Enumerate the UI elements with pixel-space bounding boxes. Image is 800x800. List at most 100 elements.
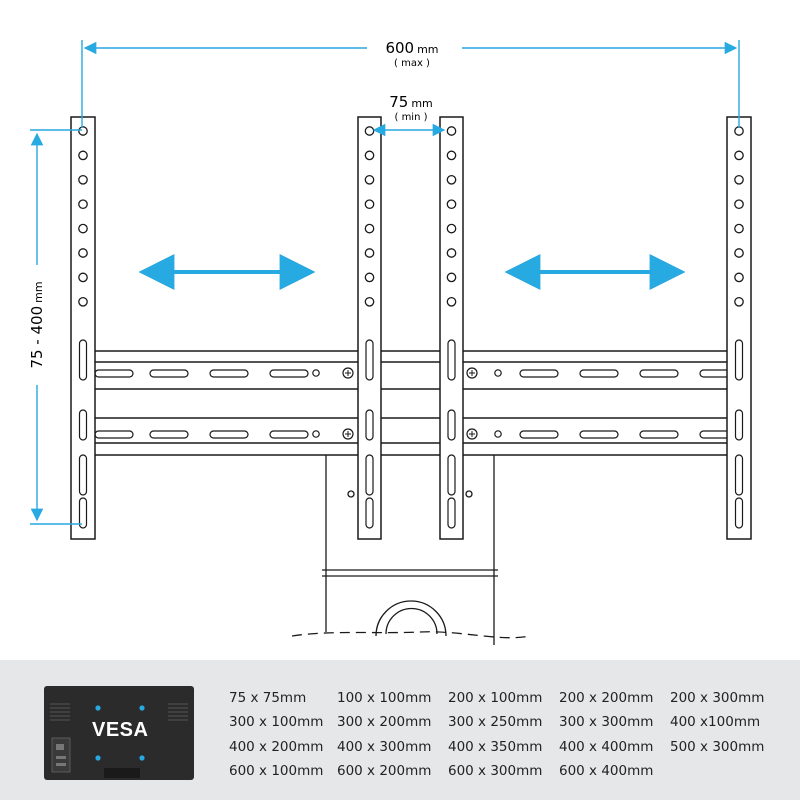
mount-hole <box>78 199 88 210</box>
vesa-size: 300 x 250mm <box>448 714 542 730</box>
mount-hole <box>446 126 457 136</box>
rail-slot <box>149 369 189 378</box>
arm-slot <box>734 497 744 529</box>
mount-hole <box>78 126 88 136</box>
rail-bolt <box>494 430 502 438</box>
vesa-size: 300 x 100mm <box>229 714 323 730</box>
mount-hole <box>446 248 457 258</box>
mount-hole <box>364 150 375 161</box>
rail-bolt <box>312 369 320 377</box>
mount-hole <box>78 248 88 258</box>
vesa-size: 200 x 100mm <box>448 690 542 706</box>
vesa-size: 600 x 200mm <box>337 763 431 779</box>
vesa-hole-icon <box>139 755 145 761</box>
arm-slot <box>78 339 88 381</box>
rail-slot <box>269 430 309 439</box>
arm-slot <box>734 339 744 381</box>
tv-back-graphic <box>50 703 188 778</box>
vesa-size: 200 x 300mm <box>670 690 764 706</box>
mount-hole <box>364 126 375 136</box>
mount-hole <box>446 199 457 210</box>
vesa-title: VESA <box>92 719 149 741</box>
mount-hole <box>734 296 744 307</box>
arm-slot <box>365 339 374 381</box>
horizontal-rails <box>71 350 749 456</box>
rail-slot <box>269 369 309 378</box>
mount-hole <box>78 174 88 185</box>
rail-slot <box>94 369 134 378</box>
spacing-min-note: ( min ) <box>394 112 427 123</box>
vesa-size: 400 x 200mm <box>229 739 323 755</box>
vesa-size: 400 x 350mm <box>448 739 542 755</box>
vesa-size: 500 x 300mm <box>670 739 764 755</box>
mount-hole <box>78 272 88 283</box>
arm-center-right <box>439 116 464 540</box>
rail-slot <box>209 369 249 378</box>
rail-slot <box>639 369 679 378</box>
vesa-size: 600 x 400mm <box>559 763 653 779</box>
mount-hole <box>734 150 744 161</box>
vesa-size: 200 x 200mm <box>559 690 653 706</box>
dimension-lines <box>30 40 740 525</box>
mount-hole <box>446 272 457 283</box>
mount-hole <box>364 174 375 185</box>
arm-slot <box>734 409 744 441</box>
mount-hole <box>734 272 744 283</box>
vesa-size: 600 x 100mm <box>229 763 323 779</box>
arm-slot <box>447 497 456 529</box>
mount-hole <box>364 223 375 234</box>
arm-center-left <box>357 116 382 540</box>
rail-slot <box>579 369 619 378</box>
vesa-size: 600 x 300mm <box>448 763 542 779</box>
rail-slot <box>579 430 619 439</box>
mount-hole <box>78 296 88 307</box>
arm-slot <box>447 409 456 441</box>
mount-hole <box>734 174 744 185</box>
mount-hole <box>446 174 457 185</box>
mount-hole <box>734 199 744 210</box>
width-max-note: ( max ) <box>394 58 430 69</box>
rail-bolt <box>494 369 502 377</box>
rail-slot <box>639 430 679 439</box>
mount-hole <box>446 223 457 234</box>
vesa-tv-back-icon <box>44 686 194 780</box>
rail-slot <box>94 430 134 439</box>
arm-slot <box>447 454 456 496</box>
rail-slot <box>519 369 559 378</box>
mount-hole <box>364 296 375 307</box>
mount-stand <box>291 455 531 645</box>
mount-hole <box>446 296 457 307</box>
arm-slot <box>78 497 88 529</box>
arm-slot <box>365 497 374 529</box>
rail-slot <box>209 430 249 439</box>
arm-slot <box>78 454 88 496</box>
arm-slot <box>447 339 456 381</box>
mount-hole <box>364 272 375 283</box>
vesa-hole-icon <box>95 755 101 761</box>
rail-slots <box>94 367 739 440</box>
vesa-size: 400 x100mm <box>670 714 760 730</box>
vesa-size: 75 x 75mm <box>229 690 306 706</box>
height-range-label: 75 - 400mm <box>28 281 46 368</box>
vesa-hole-icon <box>139 705 145 711</box>
vesa-size: 400 x 300mm <box>337 739 431 755</box>
vertical-arms <box>70 116 752 540</box>
mount-hole <box>734 126 744 136</box>
mount-hole <box>734 248 744 258</box>
mount-hole <box>364 199 375 210</box>
arm-holes <box>78 126 744 529</box>
mount-hole <box>364 248 375 258</box>
vesa-size: 300 x 200mm <box>337 714 431 730</box>
rail-slot <box>519 430 559 439</box>
mount-hole <box>78 150 88 161</box>
mount-hole <box>446 150 457 161</box>
rail-bolt <box>312 430 320 438</box>
arm-slot <box>365 409 374 441</box>
vesa-hole-icon <box>95 705 101 711</box>
